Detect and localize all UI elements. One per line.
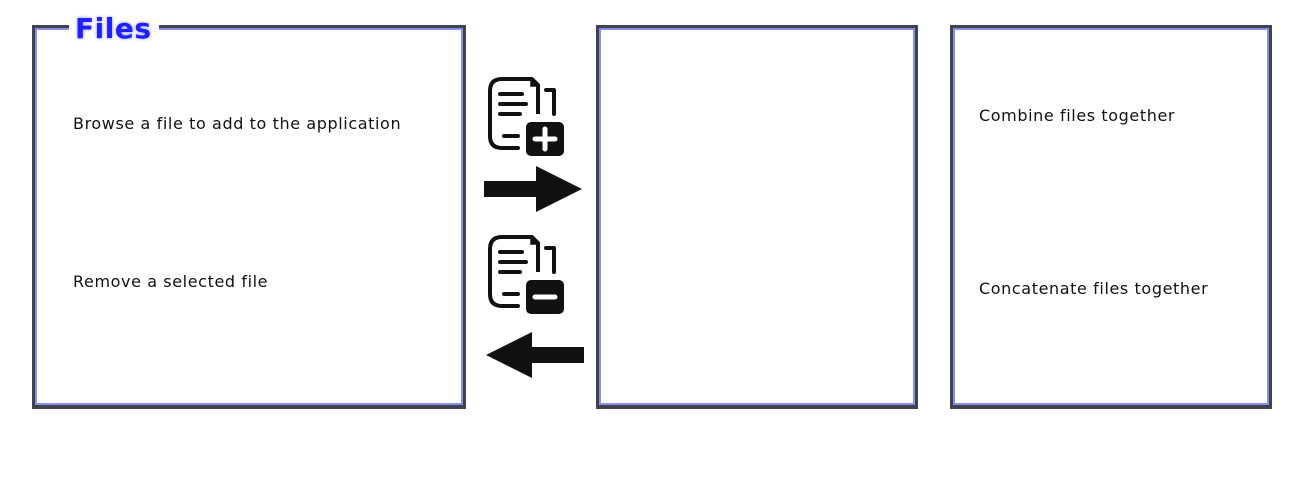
file-add-icon[interactable] xyxy=(486,76,568,162)
files-panel-title: Files xyxy=(69,13,160,45)
operations-panel: Combine files together Concatenate files… xyxy=(950,25,1272,409)
files-panel: Files Browse a file to add to the applic… xyxy=(32,13,466,409)
file-remove-icon[interactable] xyxy=(486,234,568,320)
combine-files-label: Combine files together xyxy=(979,106,1176,125)
remove-file-label: Remove a selected file xyxy=(73,272,269,291)
selected-files-panel[interactable] xyxy=(596,25,918,409)
arrow-left-icon[interactable] xyxy=(484,332,584,382)
browse-file-label: Browse a file to add to the application xyxy=(73,114,402,133)
arrow-right-icon[interactable] xyxy=(484,166,584,216)
concatenate-files-label: Concatenate files together xyxy=(979,279,1209,298)
